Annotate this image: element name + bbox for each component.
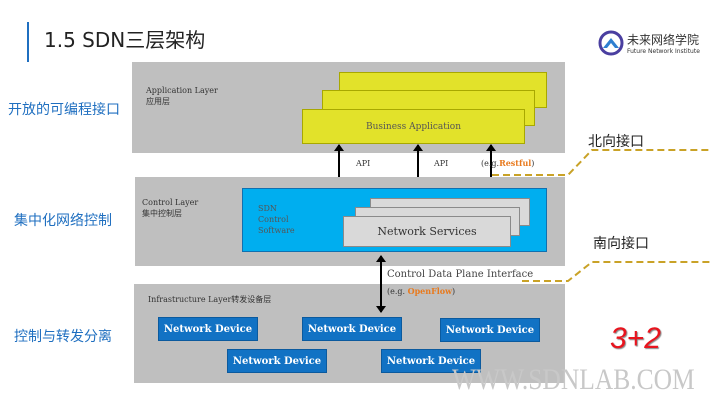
watermark: WWW.SDNLAB.COM: [452, 363, 695, 396]
infra-layer-label: Infrastructure Layer转发设备层: [148, 295, 272, 304]
southbound-dash: [522, 261, 712, 282]
logo-icon: [598, 30, 624, 56]
api-label-2: API: [434, 159, 449, 168]
badge-3-plus-2: 3+2: [610, 322, 661, 355]
network-device-2: Network Device: [302, 317, 402, 341]
network-device-1: Network Device: [158, 317, 258, 341]
network-device-4: Network Device: [227, 349, 327, 373]
cdpi-example: (e.g. OpenFlow): [387, 286, 456, 296]
cdpi-label: Control Data Plane Interface: [387, 269, 534, 280]
title-accent-bar: [27, 22, 29, 62]
page-title: 1.5 SDN三层架构: [44, 28, 206, 52]
logo-cn: 未来网络学院: [627, 33, 700, 47]
cdpi-arrow: [376, 255, 386, 313]
logo-en: Future Network Institute: [627, 48, 700, 55]
logo: 未来网络学院 Future Network Institute: [598, 30, 700, 56]
northbound-label: 北向接口: [588, 134, 644, 150]
northbound-dash: [492, 149, 712, 176]
network-services-box: Network Services: [343, 216, 511, 247]
api-example: (e.g.Restful): [481, 158, 535, 168]
side-label-centralized: 集中化网络控制: [14, 213, 112, 229]
network-device-5: Network Device: [381, 349, 481, 373]
network-device-3: Network Device: [440, 318, 540, 342]
southbound-label: 南向接口: [593, 236, 649, 252]
api-label-1: API: [356, 159, 371, 168]
side-label-separation: 控制与转发分离: [14, 329, 112, 345]
business-application-box: Business Application: [302, 109, 525, 144]
side-label-programmable: 开放的可编程接口: [8, 102, 120, 118]
